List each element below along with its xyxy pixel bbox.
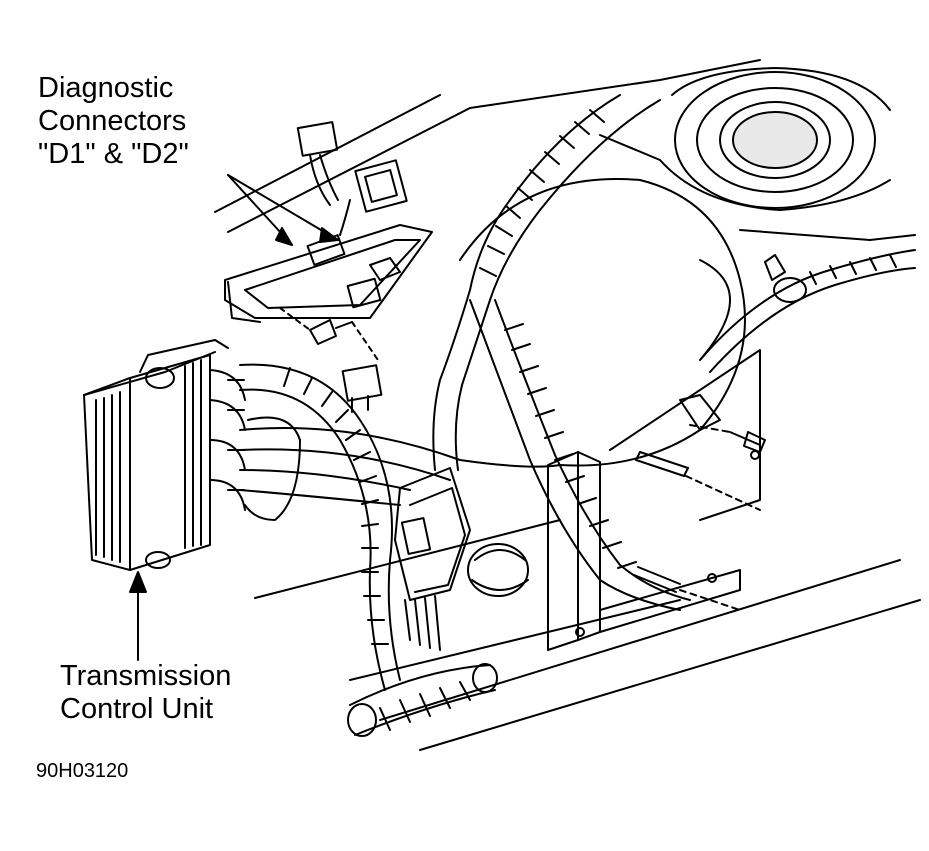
right-cable [699, 249, 916, 373]
fender-dome [459, 178, 916, 467]
diagnostic-label-line-2: Connectors [38, 105, 187, 138]
tcu-label-line-2: Control Unit [60, 693, 214, 726]
diagnostic-callout-arrows [227, 174, 339, 246]
transmission-control-unit-label: Transmission Control Unit [60, 660, 231, 726]
connector-d1 [296, 121, 339, 206]
mounting-studs [633, 424, 766, 611]
connector-d2 [339, 159, 408, 236]
tcu-label-line-1: Transmission [60, 660, 232, 692]
bottom-bundle [347, 663, 498, 737]
bracket-bolt [279, 307, 379, 361]
diagnostic-label-line-3: "D1" & "D2" [38, 138, 189, 171]
diagnostic-label-line-1: Diagnostic [38, 72, 174, 104]
fender-panel [214, 59, 921, 751]
wiring-harness [239, 94, 691, 691]
transmission-control-unit [83, 339, 301, 571]
figure-id: 90H03120 [36, 760, 129, 782]
harness-connector [394, 467, 529, 651]
strut-tower [659, 67, 891, 211]
support-bracket [547, 349, 761, 651]
diagnostic-connectors-label: Diagnostic Connectors "D1" & "D2" [38, 72, 189, 171]
tcu-callout-arrow [129, 571, 147, 661]
